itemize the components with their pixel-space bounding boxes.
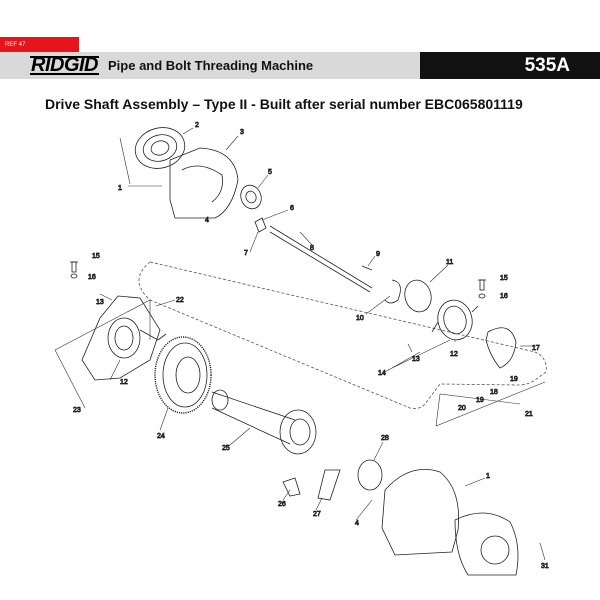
part-gearbox-housing: [81, 295, 167, 381]
frame-dashed-outline: [138, 261, 547, 409]
callout-7: 7: [244, 250, 248, 257]
brand-logo: RIDGID: [30, 55, 99, 75]
callout-16-left: 16: [88, 274, 96, 281]
section-title: Drive Shaft Assembly – Type II - Built a…: [45, 96, 523, 112]
callout-10: 10: [356, 315, 364, 322]
callout-13-right: 13: [412, 356, 420, 363]
callout-16-right: 16: [500, 293, 508, 300]
callout-12-left: 12: [120, 379, 128, 386]
callout-19-right: 19: [510, 376, 518, 383]
callout-5: 5: [268, 169, 272, 176]
part-pin: [361, 265, 373, 271]
callout-31: 31: [541, 563, 549, 570]
callout-26: 26: [278, 501, 286, 508]
callout-3: 3: [240, 129, 244, 136]
callout-28: 28: [381, 435, 389, 442]
callout-4: 4: [205, 217, 209, 224]
callout-15-left: 15: [92, 253, 100, 260]
part-flange-plate: [134, 127, 186, 169]
part-band-clamp: [485, 327, 517, 369]
part-motor-housing: [454, 512, 519, 576]
callout-15-right: 15: [500, 275, 508, 282]
part-bracket: [282, 477, 301, 497]
part-bolt-right: [478, 279, 486, 299]
part-washer: [240, 184, 262, 210]
model-number: 535A: [524, 55, 570, 76]
callout-18: 18: [490, 389, 498, 396]
callout-11: 11: [446, 259, 453, 266]
part-linkage: [317, 469, 341, 501]
part-spindle-tube: [211, 389, 317, 455]
part-key: [254, 217, 267, 233]
part-bolt-left: [70, 261, 78, 279]
model-box: [420, 52, 600, 79]
document-title: Pipe and Bolt Threading Machine: [108, 58, 314, 73]
callout-13-left: 13: [96, 299, 104, 306]
callout-23: 23: [73, 407, 81, 414]
brand-logo-text: RIDGID: [30, 53, 99, 76]
part-snap-ring: [384, 279, 401, 304]
callout-1: 1: [118, 185, 122, 192]
callout-24: 24: [157, 433, 165, 440]
callout-9: 9: [376, 251, 380, 258]
callout-22: 22: [176, 297, 184, 304]
part-clamp-housing-right: [431, 299, 479, 341]
callout-12-right: 12: [450, 351, 458, 358]
ref-tag: REF 47: [0, 37, 79, 54]
part-lower-cover: [381, 469, 459, 556]
callout-14: 14: [378, 370, 386, 377]
callout-4-lower: 4: [355, 520, 359, 527]
callout-20: 20: [458, 405, 466, 412]
part-gear: [154, 336, 212, 414]
callout-25: 25: [222, 445, 230, 452]
callout-17: 17: [532, 345, 540, 352]
callout-8: 8: [310, 245, 314, 252]
callout-2: 2: [195, 122, 199, 129]
part-washer-lower: [357, 459, 383, 491]
callout-1-lower: 1: [486, 473, 490, 480]
callout-27: 27: [313, 511, 321, 518]
callout-21: 21: [525, 411, 533, 418]
part-cover-plate: [169, 147, 239, 219]
part-ring: [404, 279, 432, 313]
callout-19: 19: [476, 397, 484, 404]
callout-6: 6: [290, 205, 294, 212]
part-drive-shaft: [269, 225, 373, 293]
